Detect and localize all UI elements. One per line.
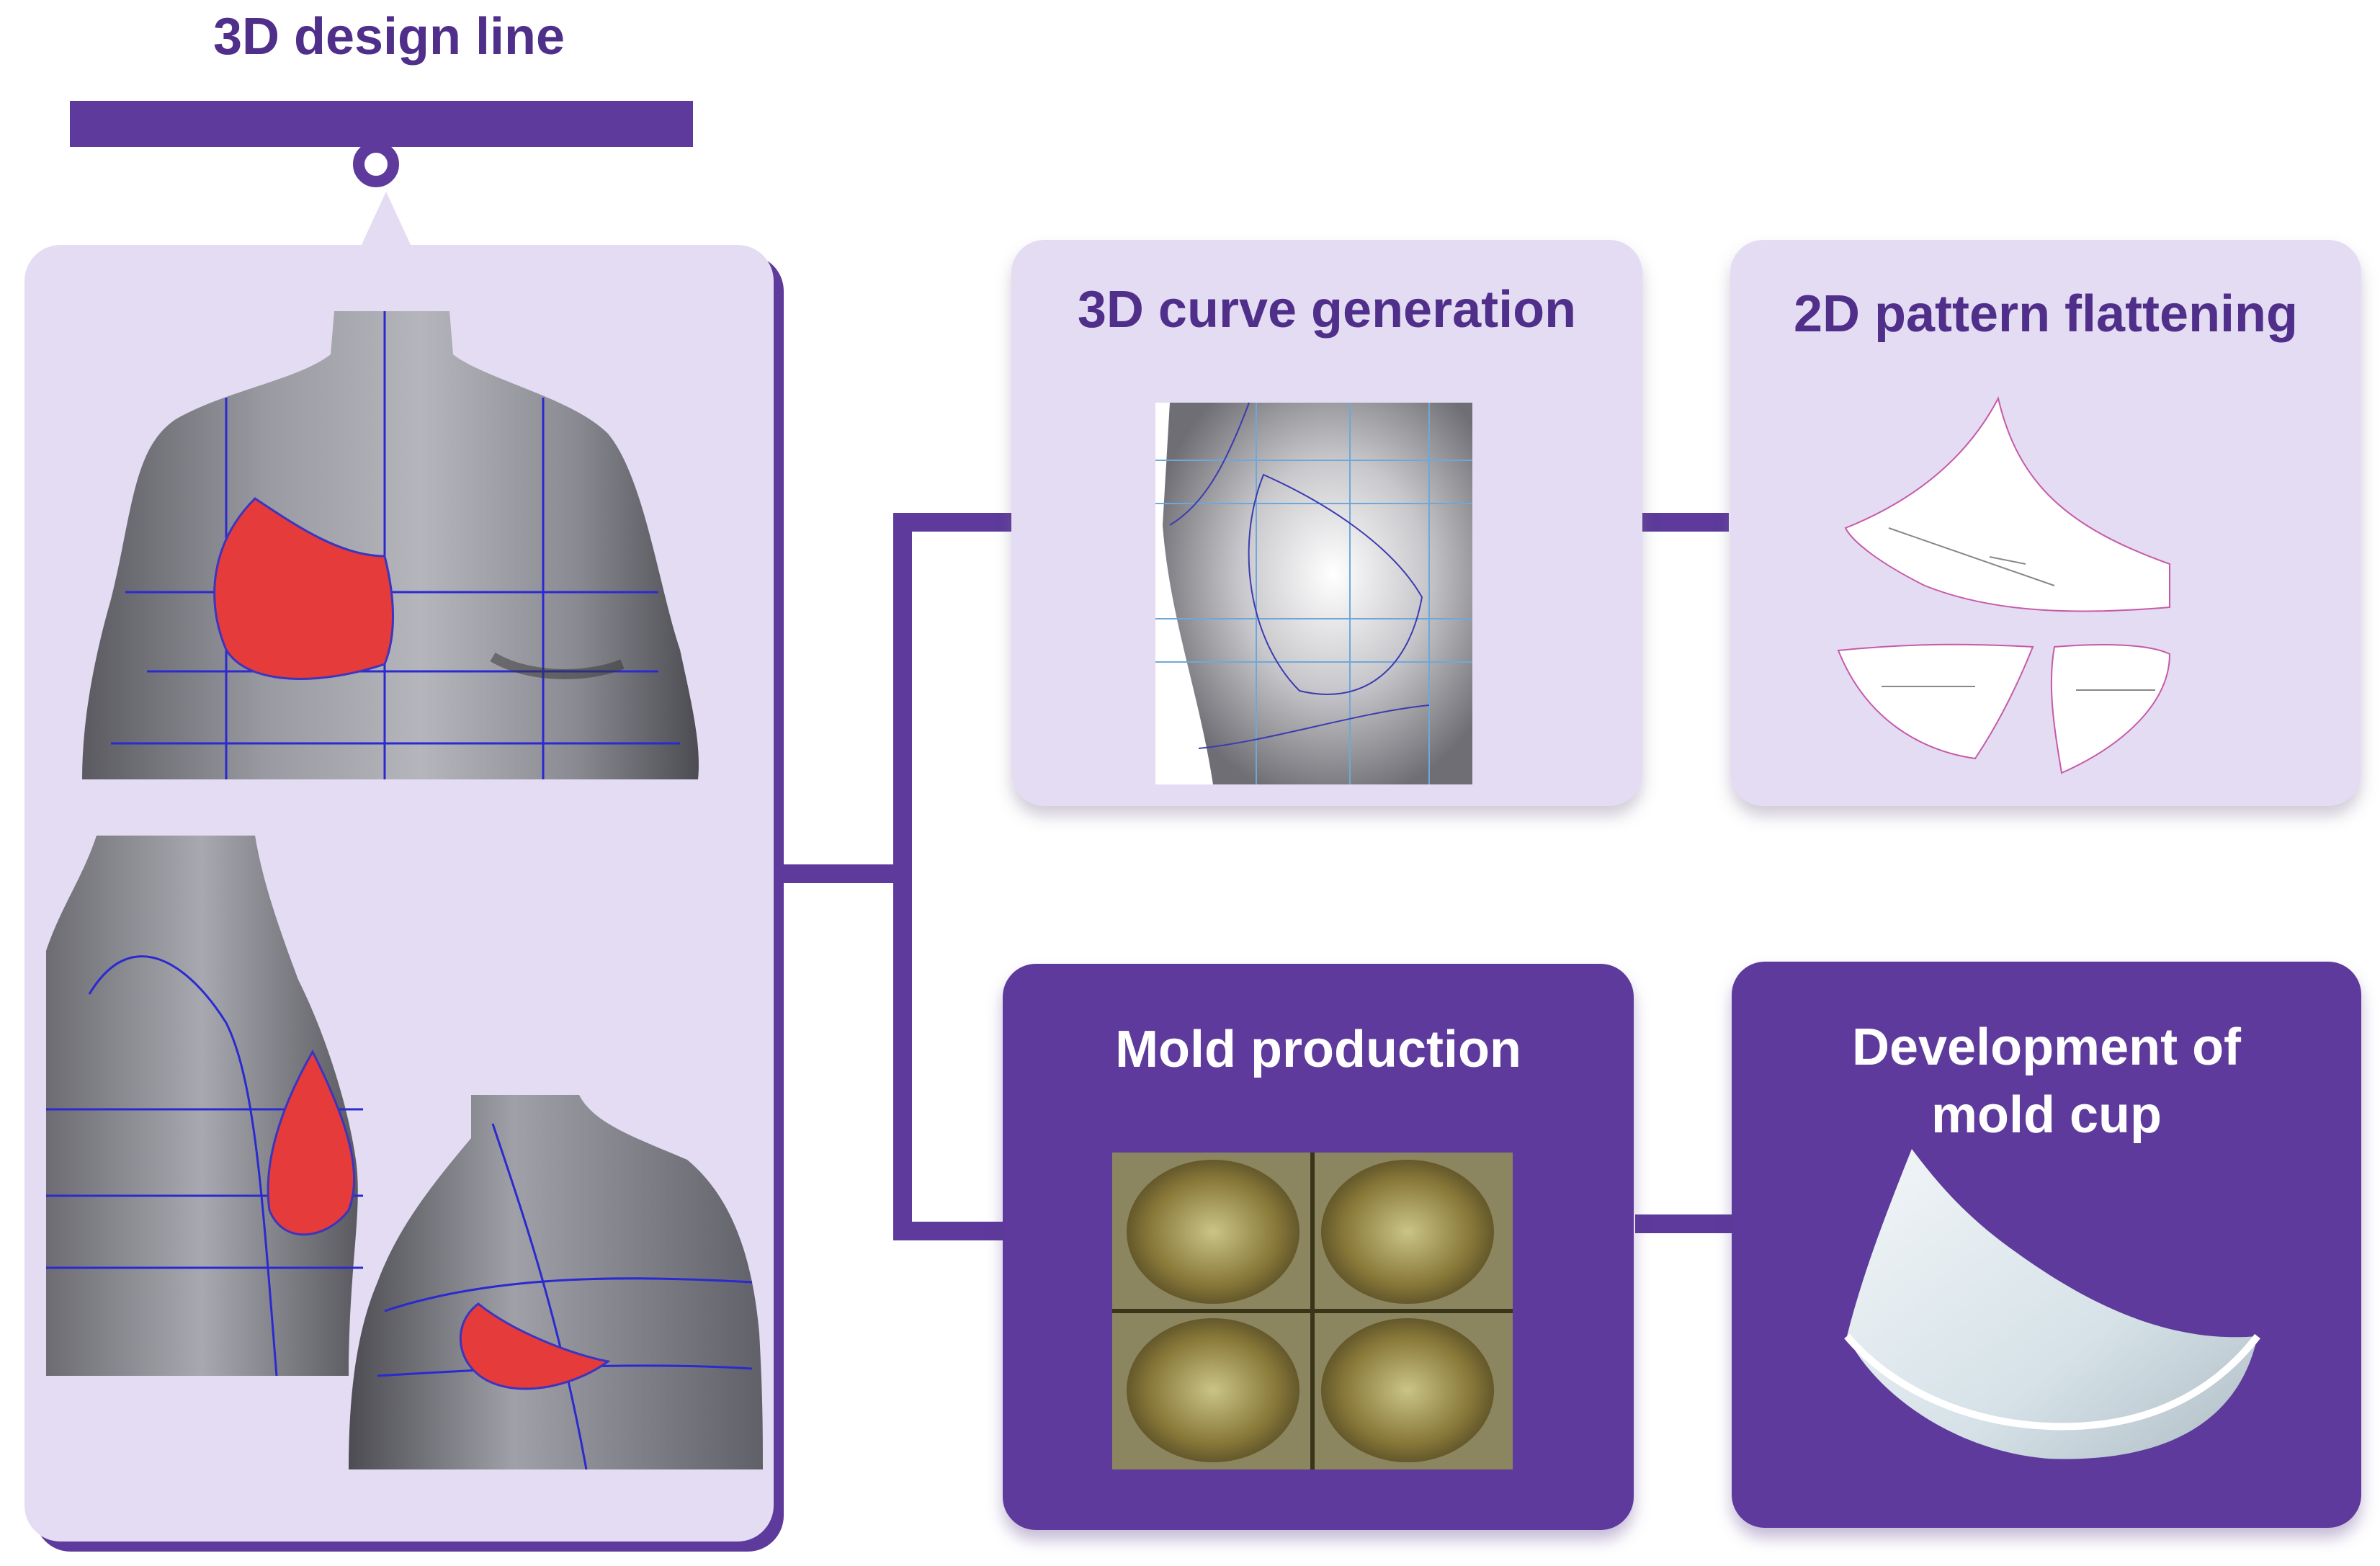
curve-generation-card: 3D curve generation bbox=[1011, 240, 1642, 806]
connector-mold-cup bbox=[1635, 1214, 1736, 1233]
mold-production-title: Mold production bbox=[1115, 1021, 1521, 1078]
pattern-flattening-card: 2D pattern flattening bbox=[1730, 240, 2361, 806]
side-body-model-illustration bbox=[46, 836, 363, 1377]
design-line-panel bbox=[24, 245, 774, 1542]
mold-cup-title: Development of mold cup bbox=[1851, 1019, 2242, 1144]
curve-generation-title: 3D curve generation bbox=[1077, 281, 1577, 339]
front-body-model-illustration bbox=[82, 311, 699, 779]
connector-to-mold bbox=[893, 1222, 1016, 1240]
pattern-flattening-title: 2D pattern flattening bbox=[1793, 285, 2299, 343]
angled-body-model-illustration bbox=[349, 1095, 763, 1470]
timeline-bar bbox=[70, 101, 693, 147]
connector-main bbox=[774, 864, 896, 883]
connector-to-curve bbox=[893, 513, 1016, 532]
callout-pointer bbox=[360, 192, 412, 248]
design-line-title: 3D design line bbox=[212, 8, 565, 66]
connector-curve-flatten bbox=[1642, 513, 1729, 532]
pattern-pieces-image bbox=[1837, 396, 2171, 774]
timeline-node bbox=[353, 141, 399, 187]
connector-vertical bbox=[893, 513, 912, 1240]
mold-production-image bbox=[1112, 1153, 1513, 1469]
mold-production-card: Mold production bbox=[1003, 964, 1634, 1530]
curve-generation-image bbox=[1155, 402, 1472, 784]
mold-cup-card: Development of mold cup bbox=[1732, 962, 2361, 1528]
mold-cup-image bbox=[1844, 1149, 2260, 1459]
